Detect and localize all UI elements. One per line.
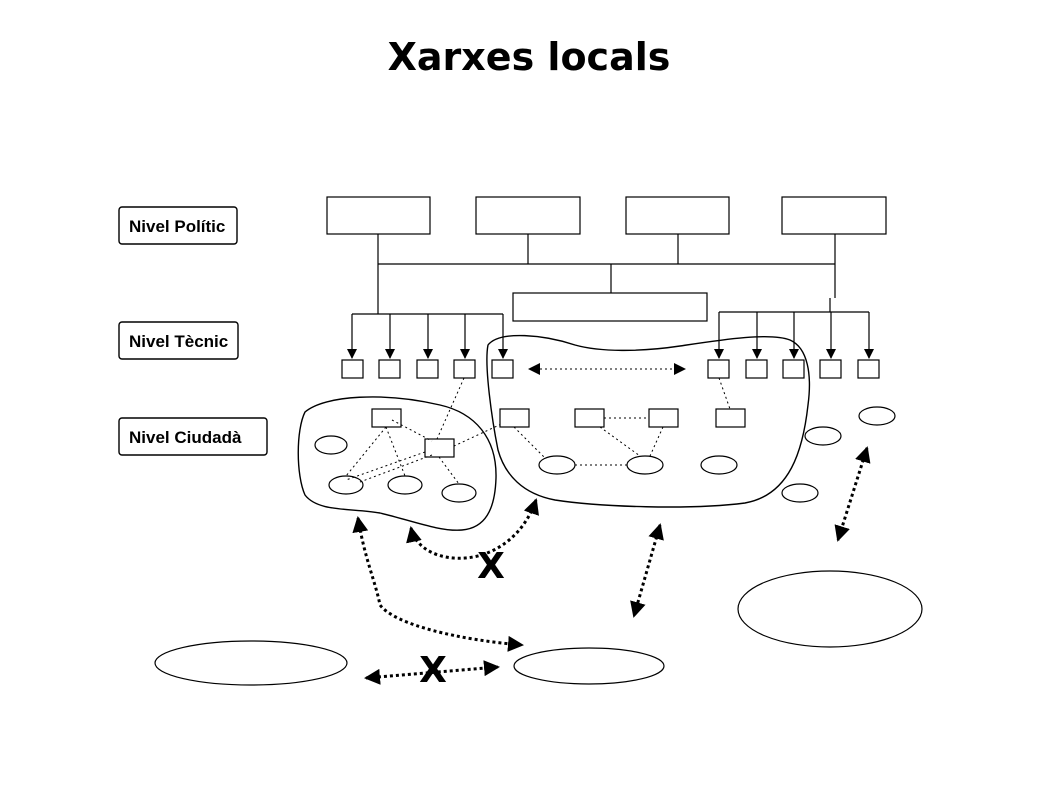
external-network-center bbox=[513, 647, 665, 685]
political-box-2 bbox=[475, 196, 581, 235]
political-box-4 bbox=[781, 196, 887, 235]
level-label-ciutada: Nivel Ciudadà bbox=[118, 417, 268, 456]
arrow-left-to-center-blocked bbox=[406, 498, 539, 560]
political-box-3 bbox=[625, 196, 730, 235]
level-label-ciutada-text: Nivel Ciudadà bbox=[129, 428, 242, 447]
right-citizen-nodes bbox=[781, 406, 896, 503]
arrow-right-to-bottom-right bbox=[834, 446, 871, 542]
arrow-center-to-bottom-center bbox=[630, 523, 664, 618]
arrow-left-to-bottom-center bbox=[352, 516, 524, 652]
political-connectors bbox=[377, 234, 836, 293]
blocked-mark-lower: X bbox=[419, 650, 447, 691]
level-label-politic-text: Nivel Polític bbox=[129, 217, 225, 236]
left-cluster-nodes bbox=[314, 408, 477, 503]
external-network-right bbox=[737, 570, 923, 648]
center-cluster-links bbox=[513, 377, 731, 466]
level-label-tecnic-text: Nivel Tècnic bbox=[129, 332, 228, 351]
political-box-1 bbox=[326, 196, 431, 235]
external-network-left bbox=[154, 640, 348, 686]
blocked-mark-upper: X bbox=[477, 546, 505, 587]
technical-distribution-left bbox=[347, 264, 508, 359]
level-label-politic: Nivel Polític bbox=[118, 206, 238, 245]
arrow-bottom-left-to-bottom-center-blocked bbox=[364, 660, 500, 685]
technical-distribution-right bbox=[714, 264, 874, 359]
page-title: Xarxes locals bbox=[388, 35, 671, 79]
external-networks bbox=[154, 570, 923, 686]
political-boxes bbox=[326, 196, 887, 235]
level-label-tecnic: Nivel Tècnic bbox=[118, 321, 239, 360]
citizen-cluster-center bbox=[486, 334, 811, 508]
center-cluster-nodes bbox=[499, 408, 746, 475]
left-cluster-links bbox=[345, 377, 511, 485]
coordination-box bbox=[512, 292, 708, 322]
technical-boxes bbox=[341, 359, 880, 379]
interaction-arrows bbox=[352, 446, 871, 685]
